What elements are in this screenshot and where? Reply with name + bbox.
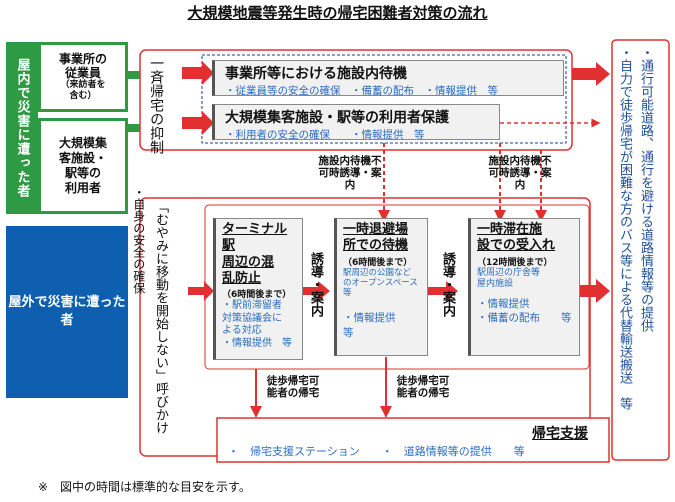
suppress-return-label: 一斉帰宅の抑制 [148, 56, 165, 154]
stay-item-2: ・備蓄の配布 等 [477, 311, 572, 324]
alternative-transport-label: ・自力で徒歩帰宅が困難な方のバス等による代替輸送搬送 等 [616, 46, 632, 410]
guidance-label-1: 誘導・案内 [308, 252, 323, 317]
stay-place-1: 駅周辺の庁舎等 [477, 267, 541, 278]
facility-protect-box: 大規模集客施設・駅等の利用者保護 ・利用者の安全の確保 ・情報提供 等 [212, 104, 500, 141]
self-safety-label: ・自身の安全の確保 [131, 186, 146, 294]
wait-impossible-left: 施設内待機不可時誘導・案内 [318, 155, 382, 191]
evac-item-1: ・情報提供 等 [343, 312, 417, 340]
stay-item-1: ・情報提供 [477, 298, 530, 310]
stay-put-call-label: 「むやみに移動を開始しない」呼びかけ [152, 200, 168, 434]
office-wait-box: 事業所等における施設内待機 ・従業員等の安全の確保 ・備蓄の配布 ・情報提供 等 [212, 60, 564, 97]
evac-time: （6時間後まで） [343, 257, 413, 268]
wait-impossible-right: 施設内待機不可時誘導・案内 [488, 155, 552, 191]
diagram-title: 大規模地震等発生時の帰宅困難者対策の流れ [187, 4, 488, 22]
terminal-time: （6時間後まで） [222, 290, 292, 300]
office-wait-items: ・従業員等の安全の確保 ・備蓄の配布 ・情報提供 等 [225, 85, 498, 97]
terminal-item-3: よる対応 [222, 325, 262, 336]
return-support-title: 帰宅支援 [532, 426, 588, 442]
stay-title-1: 一時滞在施 [477, 222, 543, 237]
facility-protect-items: ・利用者の安全の確保 ・情報提供 等 [225, 129, 425, 141]
terminal-title-2: 周辺の混 [222, 254, 275, 270]
evac-title-1: 一時退避場 [343, 222, 409, 237]
guidance-label-2: 誘導・案内 [440, 252, 455, 317]
stay-time: （12時間後まで） [477, 257, 553, 268]
facility-users-line-1: 大規模集 [58, 136, 107, 150]
employees-line-2: 従業員 [64, 65, 101, 80]
return-support-box: 帰宅支援 ・ 帰宅支援ステーション ・ 道路情報等の提供 等 [220, 421, 606, 459]
evacuation-box: 一時退避場所での待機 （6時間後まで） 駅周辺の公園など のオープンスペース等 … [334, 218, 428, 356]
employees-line-1: 事業所の [58, 51, 107, 66]
facility-users-box: 大規模集 客施設・ 駅等の 利用者 [38, 118, 128, 214]
employees-box: 事業所の 従業員 （来訪者を 含む） [38, 42, 128, 112]
walk-home-label-2: 徒歩帰宅可能者の帰宅 [396, 375, 450, 399]
terminal-box: ターミナル駅周辺の混乱防止 （6時間後まで） ・駅前滞留者 対策協議会に よる対… [213, 218, 303, 360]
stay-title-2: 設での受入れ [477, 238, 556, 254]
facility-users-line-2: 客施設・ [58, 151, 107, 165]
terminal-title-1: ターミナル駅 [222, 222, 288, 254]
office-wait-title: 事業所等における施設内待機 [225, 66, 407, 82]
temporary-stay-box: 一時滞在施設での受入れ （12時間後まで） 駅周辺の庁舎等 屋内施設 ・情報提供… [468, 218, 580, 356]
employees-sub-1: （来訪者を [60, 80, 106, 91]
outdoor-band: 屋外で災害に遭った者 [6, 226, 128, 398]
terminal-item-4: ・情報提供 等 [222, 337, 292, 349]
indoor-band: 屋内で災害に遭った者 [6, 42, 38, 214]
evac-title-2: 所での待機 [343, 238, 409, 254]
facility-users-line-3: 駅等の [64, 166, 101, 180]
walk-home-label-1: 徒歩帰宅可能者の帰宅 [266, 375, 320, 399]
return-support-items: ・ 帰宅支援ステーション ・ 道路情報等の提供 等 [228, 445, 525, 458]
facility-protect-title: 大規模集客施設・駅等の利用者保護 [225, 110, 449, 126]
evac-place-2: のオープンスペース等 [343, 277, 418, 298]
terminal-item-2: 対策協議会に [222, 312, 282, 324]
facility-users-line-4: 利用者 [64, 181, 101, 195]
employees-sub-2: 含む） [69, 90, 97, 101]
evac-place-1: 駅周辺の公園など [343, 267, 412, 278]
terminal-item-1: ・駅前滞留者 [222, 300, 282, 311]
road-info-label: ・通行可能道路、通行を避ける道路情報等の提供 [637, 46, 653, 332]
stay-place-2: 屋内施設 [477, 278, 514, 289]
terminal-title-3: 乱防止 [222, 270, 262, 286]
footnote: ※ 図中の時間は標準的な目安を示す。 [38, 480, 251, 494]
